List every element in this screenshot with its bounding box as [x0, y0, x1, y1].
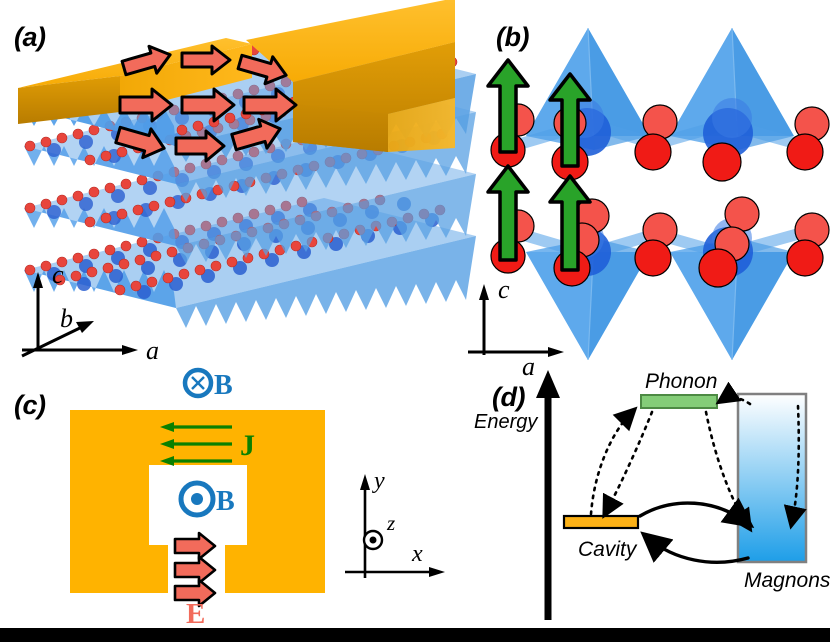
magnons-band [736, 392, 808, 564]
panel-a-axis-b-label: b [60, 304, 73, 333]
panel-b-axis-c-label: c [498, 275, 510, 304]
panel-c-axis-z-label: z [386, 511, 395, 535]
panel-a: (a) [0, 0, 476, 375]
panel-b-axes [468, 284, 564, 357]
panel-c-label: (c) [14, 390, 46, 420]
phonon-level [640, 394, 718, 409]
e-field-arrows [173, 531, 217, 608]
cavity-label: Cavity [578, 538, 638, 561]
panel-b: (b) [460, 0, 830, 381]
current-label: J [240, 429, 255, 462]
b-field-in-label: B [216, 486, 235, 517]
spin-arrows-lower [486, 164, 592, 272]
panel-a-graphic: c b a [18, 0, 476, 365]
panel-c-axis-x-label: x [411, 541, 423, 567]
b-field-out-label: B [214, 370, 233, 401]
bottom-border [0, 628, 830, 642]
panel-b-row-lower [486, 164, 830, 361]
panel-a-label: (a) [14, 22, 46, 52]
panel-b-label: (b) [496, 22, 529, 52]
spin-arrows-upper [486, 58, 592, 168]
panel-b-row-upper [486, 27, 830, 182]
current-arrows [160, 422, 232, 466]
phonon-label: Phonon [645, 370, 717, 393]
magnon-arrows [114, 44, 298, 163]
panel-d: (d) Energy [460, 362, 830, 628]
panel-b-axis-a-label: a [522, 352, 535, 381]
panel-c: (c) B J [0, 362, 460, 630]
energy-axis-label: Energy [474, 411, 538, 433]
panel-d-graphic: Energy Magnons Phonon Cavity [474, 370, 830, 620]
panel-b-graphic: c a [468, 27, 830, 381]
coupling-cavity-magnons [638, 497, 755, 564]
coupling-cavity-phonon [589, 406, 654, 519]
resonator-body [70, 410, 325, 593]
panel-d-label: (d) [492, 382, 525, 412]
b-field-in-symbol [178, 480, 216, 518]
panel-c-axes [345, 474, 445, 578]
e-field-label: E [186, 598, 205, 630]
panel-a-axes [21, 272, 138, 358]
b-field-out-symbol [182, 367, 214, 399]
energy-axis [536, 370, 560, 620]
panel-c-graphic: B J B [70, 367, 445, 630]
panel-a-axis-c-label: c [52, 260, 64, 289]
panel-a-axis-a-label: a [146, 336, 159, 365]
panel-c-axis-y-label: y [372, 468, 385, 494]
cavity-level [562, 514, 640, 530]
magnons-label: Magnons [744, 569, 830, 592]
